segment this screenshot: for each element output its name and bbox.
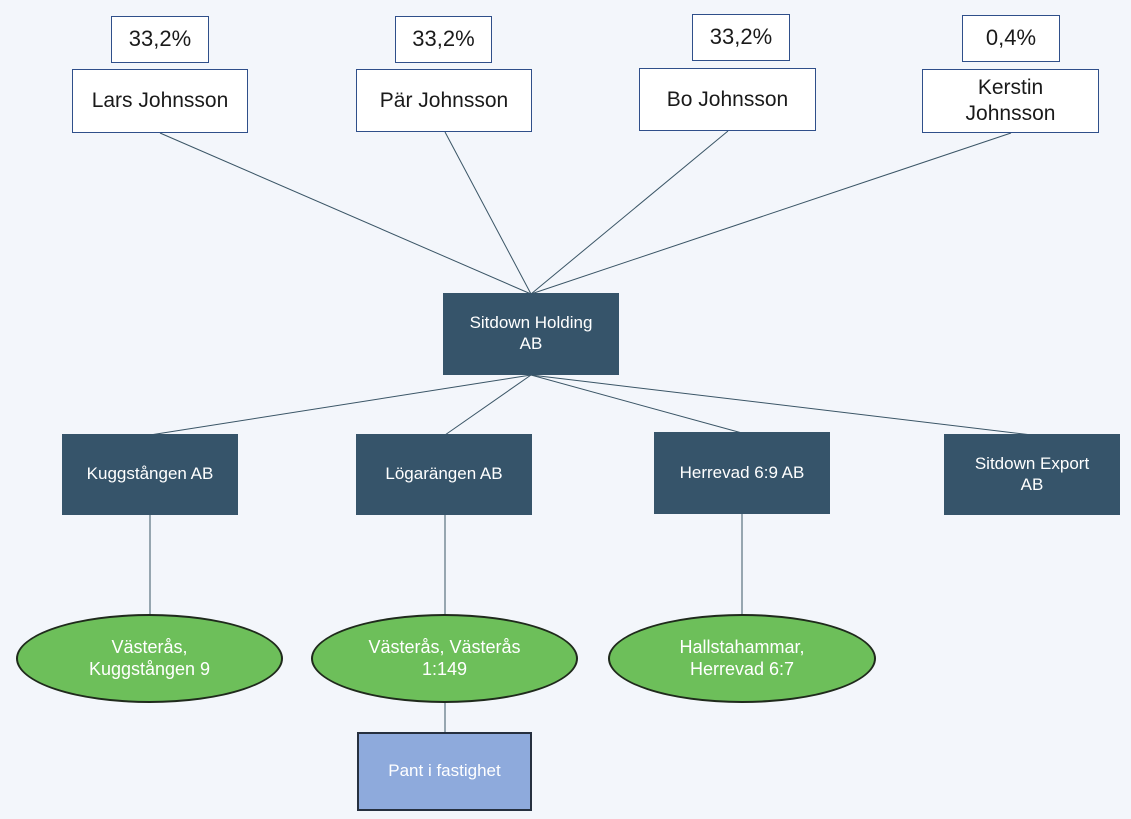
subsidiary-herrevad: Herrevad 6:9 AB xyxy=(654,432,830,514)
connector-holding-kuggstangen xyxy=(149,374,532,436)
connector-owner-bo-holding xyxy=(530,130,729,295)
share-badge-bo: 33,2% xyxy=(692,14,790,61)
property-herrevad-6-7: Hallstahammar, Herrevad 6:7 xyxy=(608,614,876,703)
connector-holding-logarangen xyxy=(444,374,532,436)
connector-holding-export xyxy=(530,374,1033,436)
connector-owner-par-holding xyxy=(444,131,532,295)
share-badge-par: 33,2% xyxy=(395,16,492,63)
holding-company: Sitdown Holding AB xyxy=(443,293,619,375)
property-kuggstangen-9: Västerås, Kuggstången 9 xyxy=(16,614,283,703)
owner-kerstin-johnsson: Kerstin Johnsson xyxy=(922,69,1099,133)
connector-holding-herrevad xyxy=(530,374,743,434)
subsidiary-logarangen: Lögarängen AB xyxy=(356,434,532,515)
owner-par-johnsson: Pär Johnsson xyxy=(356,69,532,132)
property-vasteras-1-149: Västerås, Västerås 1:149 xyxy=(311,614,578,703)
connector-owner-kerstin-holding xyxy=(530,132,1012,295)
owner-lars-johnsson: Lars Johnsson xyxy=(72,69,248,133)
subsidiary-sitdown-export: Sitdown Export AB xyxy=(944,434,1120,515)
share-badge-kerstin: 0,4% xyxy=(962,15,1060,62)
share-badge-lars: 33,2% xyxy=(111,16,209,63)
connector-owner-lars-holding xyxy=(159,132,532,295)
subsidiary-kuggstangen: Kuggstången AB xyxy=(62,434,238,515)
pledge-box: Pant i fastighet xyxy=(357,732,532,811)
owner-bo-johnsson: Bo Johnsson xyxy=(639,68,816,131)
